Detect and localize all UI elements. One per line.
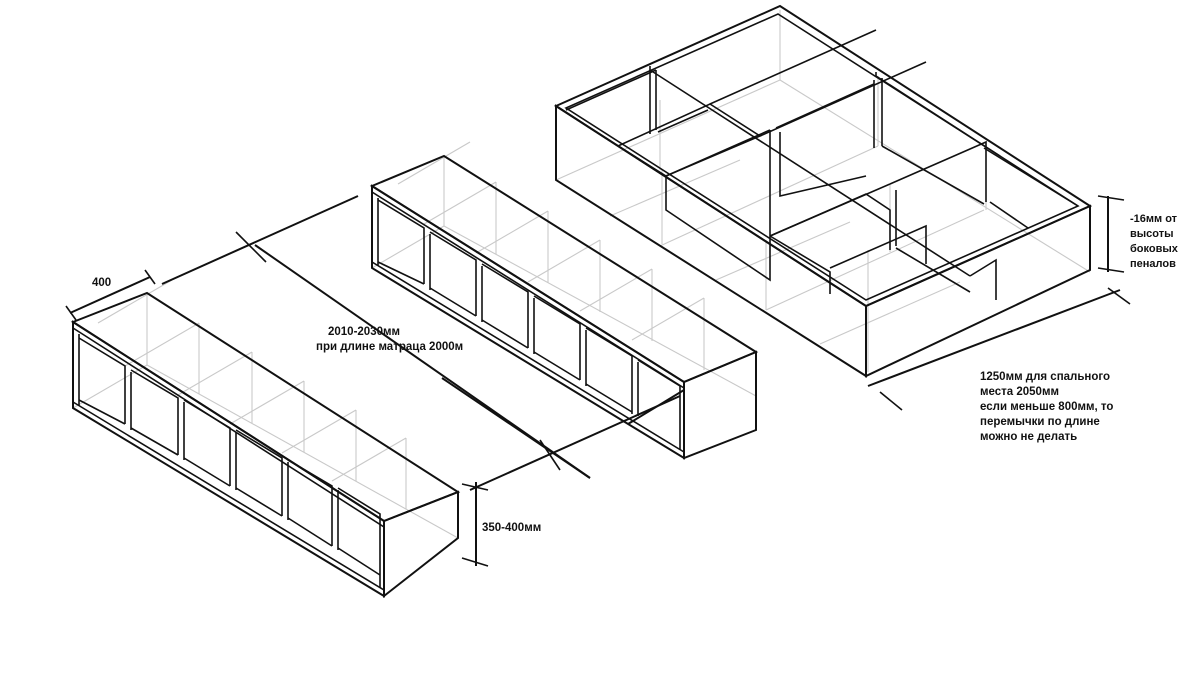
dimension-lines bbox=[65, 195, 1131, 567]
base-frame-box bbox=[553, 4, 1093, 378]
side-note-line-2: высоты bbox=[1130, 228, 1174, 240]
base-width-dimension-line bbox=[867, 289, 1121, 387]
base-frame-inner-walls bbox=[564, 13, 1080, 301]
left-cabinet-frame bbox=[70, 291, 461, 599]
middle-side-cabinet bbox=[369, 141, 759, 460]
side-note-label: -16мм от высоты боковых пеналов bbox=[1130, 212, 1178, 272]
length-label-line-2: при длине матраца 2000м bbox=[316, 341, 464, 353]
side-note-line-3: боковых bbox=[1130, 243, 1178, 255]
base-frame-outline bbox=[553, 4, 1093, 378]
base-note-line-2: места 2050мм bbox=[980, 386, 1059, 398]
length-dimension-line-upper bbox=[161, 195, 359, 285]
base-note-line-1: 1250мм для спального bbox=[980, 371, 1111, 383]
base-note-label: 1250мм для спального места 2050мм если м… bbox=[980, 370, 1113, 445]
left-cabinet-compartments bbox=[72, 327, 385, 591]
width-label: 400 bbox=[92, 277, 112, 289]
height-label: 350-400мм bbox=[482, 522, 542, 534]
base-note-line-5: можно не делать bbox=[980, 431, 1078, 443]
middle-cabinet-frame bbox=[369, 154, 759, 460]
width-dimension-line bbox=[69, 276, 151, 314]
left-side-cabinet bbox=[70, 279, 461, 599]
side-note-line-4: пеналов bbox=[1130, 258, 1176, 270]
base-frame-hidden-edges bbox=[555, 10, 1091, 372]
middle-cabinet-compartments bbox=[371, 191, 685, 453]
length-label: 2010-2030мм при длине матраца 2000м bbox=[316, 325, 463, 355]
side-note-line-1: -16мм от bbox=[1130, 213, 1178, 225]
base-note-line-4: перемычки по длине bbox=[980, 416, 1100, 428]
length-label-line-1: 2010-2030мм bbox=[328, 326, 401, 338]
base-note-line-3: если меньше 800мм, то bbox=[980, 401, 1114, 413]
length-dimension-line-lower bbox=[469, 395, 681, 491]
